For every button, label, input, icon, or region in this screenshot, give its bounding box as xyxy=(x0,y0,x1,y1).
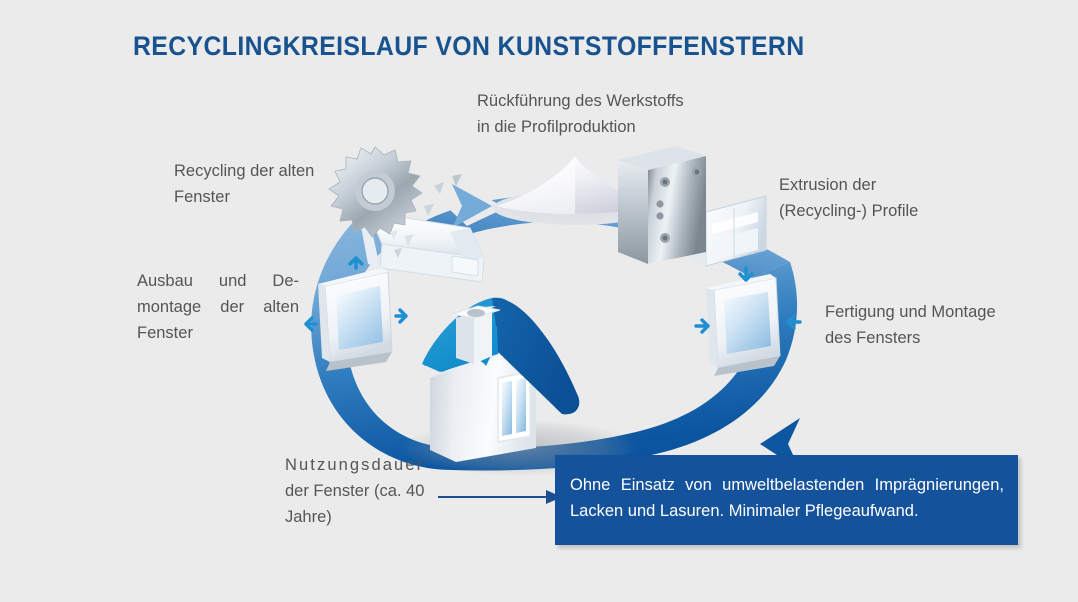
granulate-cone-icon xyxy=(493,156,657,225)
label-recycling-line1: Recycling der alten xyxy=(174,162,315,180)
extrusion-die-icon xyxy=(618,146,767,267)
cycle-ring xyxy=(311,194,798,471)
label-nutzungsdauer-line3: Jahre) xyxy=(285,508,332,526)
ring-arrowhead-top xyxy=(452,184,492,228)
window-frame-removal-icon xyxy=(304,256,408,371)
label-nutzungsdauer-line2: der Fenster (ca. 40 xyxy=(285,482,425,500)
label-nutzungsdauer-line1: Nutzungsdauer xyxy=(285,456,425,474)
label-rueckfuehrung: Rückführung des Werkstoffs in die Profil… xyxy=(477,88,727,140)
label-recycling-line2: Fenster xyxy=(174,188,230,206)
callout-line2: Lacken und Lasuren. Minimaler Pflegeaufw… xyxy=(570,502,919,520)
callout-pointer-arrow xyxy=(438,490,562,504)
label-extrusion-line1: Extrusion der xyxy=(779,176,877,194)
house-icon xyxy=(422,297,580,462)
callout-box: Ohne Einsatz von umweltbelastenden Imprä… xyxy=(555,455,1018,545)
label-ausbau-line2: montage der alten xyxy=(137,298,299,316)
saw-blade-icon xyxy=(328,146,462,258)
label-ausbau-line3: Fenster xyxy=(137,324,193,342)
label-fertigung-montage: Fertigung und Montage des Fensters xyxy=(825,299,1030,351)
label-fertigung-line1: Fertigung und Montage xyxy=(825,303,996,321)
label-extrusion-line2: (Recycling-) Profile xyxy=(779,202,919,220)
callout-line1: Ohne Einsatz von umweltbelastenden Imprä… xyxy=(570,476,1004,494)
callout-text: Ohne Einsatz von umweltbelastenden Imprä… xyxy=(570,472,1004,524)
window-frame-assembly-icon xyxy=(694,266,802,376)
page-title: RECYCLINGKREISLAUF VON KUNSTSTOFFFENSTER… xyxy=(133,31,805,61)
label-fertigung-line2: des Fensters xyxy=(825,329,921,347)
label-rueckfuehrung-line1: Rückführung des Werkstoffs xyxy=(477,92,684,110)
label-recycling-alte-fenster: Recycling der alten Fenster xyxy=(174,158,364,210)
label-extrusion: Extrusion der (Recycling-) Profile xyxy=(779,172,1009,224)
label-nutzungsdauer: Nutzungsdauer der Fenster (ca. 40 Jahre) xyxy=(285,452,430,530)
label-ausbau-line1: Ausbau und De- xyxy=(137,272,299,290)
label-rueckfuehrung-line2: in die Profilproduktion xyxy=(477,118,636,136)
label-ausbau-demontage: Ausbau und De- montage der alten Fenster xyxy=(137,268,299,346)
